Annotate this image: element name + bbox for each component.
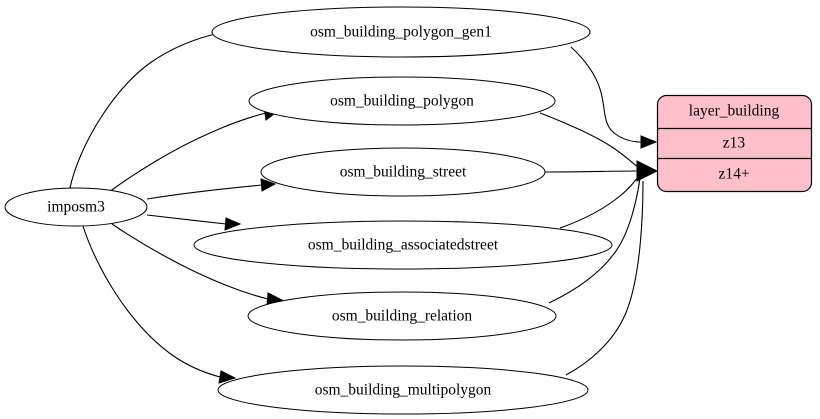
node-osm-building-relation[interactable]: osm_building_relation — [247, 291, 557, 341]
layer-building-box — [656, 94, 813, 193]
node-osm-building-polygon[interactable]: osm_building_polygon — [248, 76, 556, 126]
node-osm-building-multipolygon-label: osm_building_multipolygon — [315, 382, 492, 399]
layer-building-z13-label: z13 — [723, 135, 746, 152]
edge-imposm3-to-polygon — [108, 106, 280, 193]
edge-polygon-gen1-to-z13 — [570, 46, 658, 149]
node-layer: imposm3 osm_building_polygon_gen1 osm_bu… — [4, 6, 813, 415]
edge-imposm3-to-multipolygon — [82, 225, 237, 384]
edge-multipolygon-to-z14plus — [565, 180, 644, 376]
edge-imposm3-to-associatedstreet — [146, 214, 242, 231]
node-layer-building[interactable]: layer_building z13 z14+ — [656, 94, 813, 193]
node-osm-building-polygon-gen1-label: osm_building_polygon_gen1 — [310, 24, 492, 41]
node-imposm3-label: imposm3 — [47, 199, 105, 216]
node-osm-building-street[interactable]: osm_building_street — [260, 147, 546, 197]
node-osm-building-polygon-label: osm_building_polygon — [330, 93, 474, 110]
edge-relation-to-z14plus — [548, 177, 641, 304]
arrowhead-into-z14plus — [636, 160, 659, 182]
edge-associatedstreet-to-z14plus — [559, 173, 641, 229]
edge-street-to-z14plus — [544, 170, 639, 173]
node-osm-building-polygon-gen1[interactable]: osm_building_polygon_gen1 — [211, 6, 591, 58]
node-imposm3[interactable]: imposm3 — [4, 187, 148, 227]
edge-imposm3-to-polygon-gen1 — [69, 26, 237, 189]
node-osm-building-multipolygon[interactable]: osm_building_multipolygon — [217, 365, 589, 415]
layer-building-title-label: layer_building — [689, 103, 780, 120]
edge-imposm3-to-street — [146, 178, 277, 200]
node-osm-building-associatedstreet-label: osm_building_associatedstreet — [308, 237, 499, 254]
node-osm-building-street-label: osm_building_street — [340, 164, 467, 181]
layer-building-z14plus-label: z14+ — [718, 166, 749, 183]
edge-polygon-to-z14plus — [539, 112, 641, 170]
node-osm-building-relation-label: osm_building_relation — [332, 308, 473, 325]
node-osm-building-associatedstreet[interactable]: osm_building_associatedstreet — [193, 220, 613, 270]
